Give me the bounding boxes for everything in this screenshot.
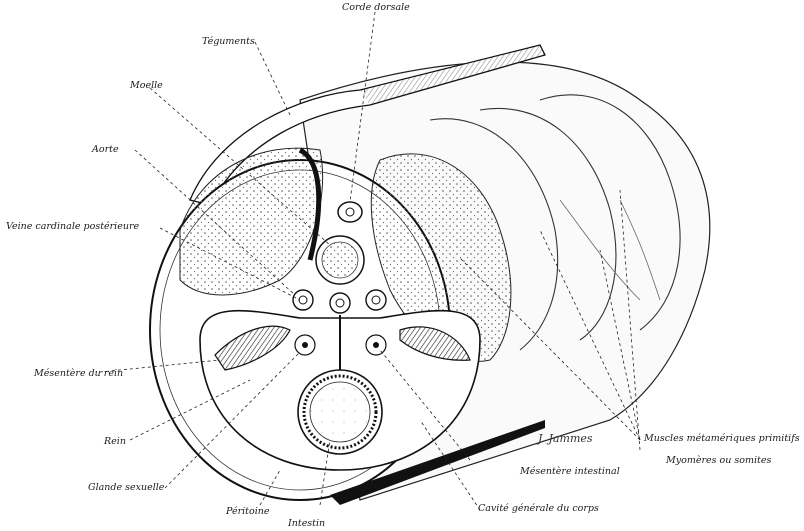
label-teguments: Téguments bbox=[202, 36, 255, 47]
label-intestin: Intestin bbox=[288, 518, 325, 529]
label-mesentere-rein: Mésentère du rein bbox=[34, 368, 123, 379]
label-glande-sexuelle: Glande sexuelle bbox=[88, 482, 164, 493]
label-cavite-generale: Cavité générale du corps bbox=[478, 503, 599, 514]
label-myomeres: Myomères ou somites bbox=[666, 455, 771, 466]
vessels bbox=[293, 290, 386, 313]
label-peritoine: Péritoine bbox=[226, 506, 269, 517]
label-mesentere-intestinal: Mésentère intestinal bbox=[520, 466, 620, 477]
label-moelle: Moelle bbox=[130, 80, 163, 91]
label-aorte: Aorte bbox=[92, 144, 119, 155]
label-muscles-metameriques: Muscles métamériques primitifs bbox=[644, 433, 800, 444]
label-veine-cardinale: Veine cardinale postérieure bbox=[6, 221, 139, 232]
artist-signature: J. Jammes bbox=[538, 432, 593, 445]
label-corde-dorsale: Corde dorsale bbox=[342, 2, 410, 13]
intestine bbox=[298, 370, 382, 454]
label-rein: Rein bbox=[104, 436, 126, 447]
